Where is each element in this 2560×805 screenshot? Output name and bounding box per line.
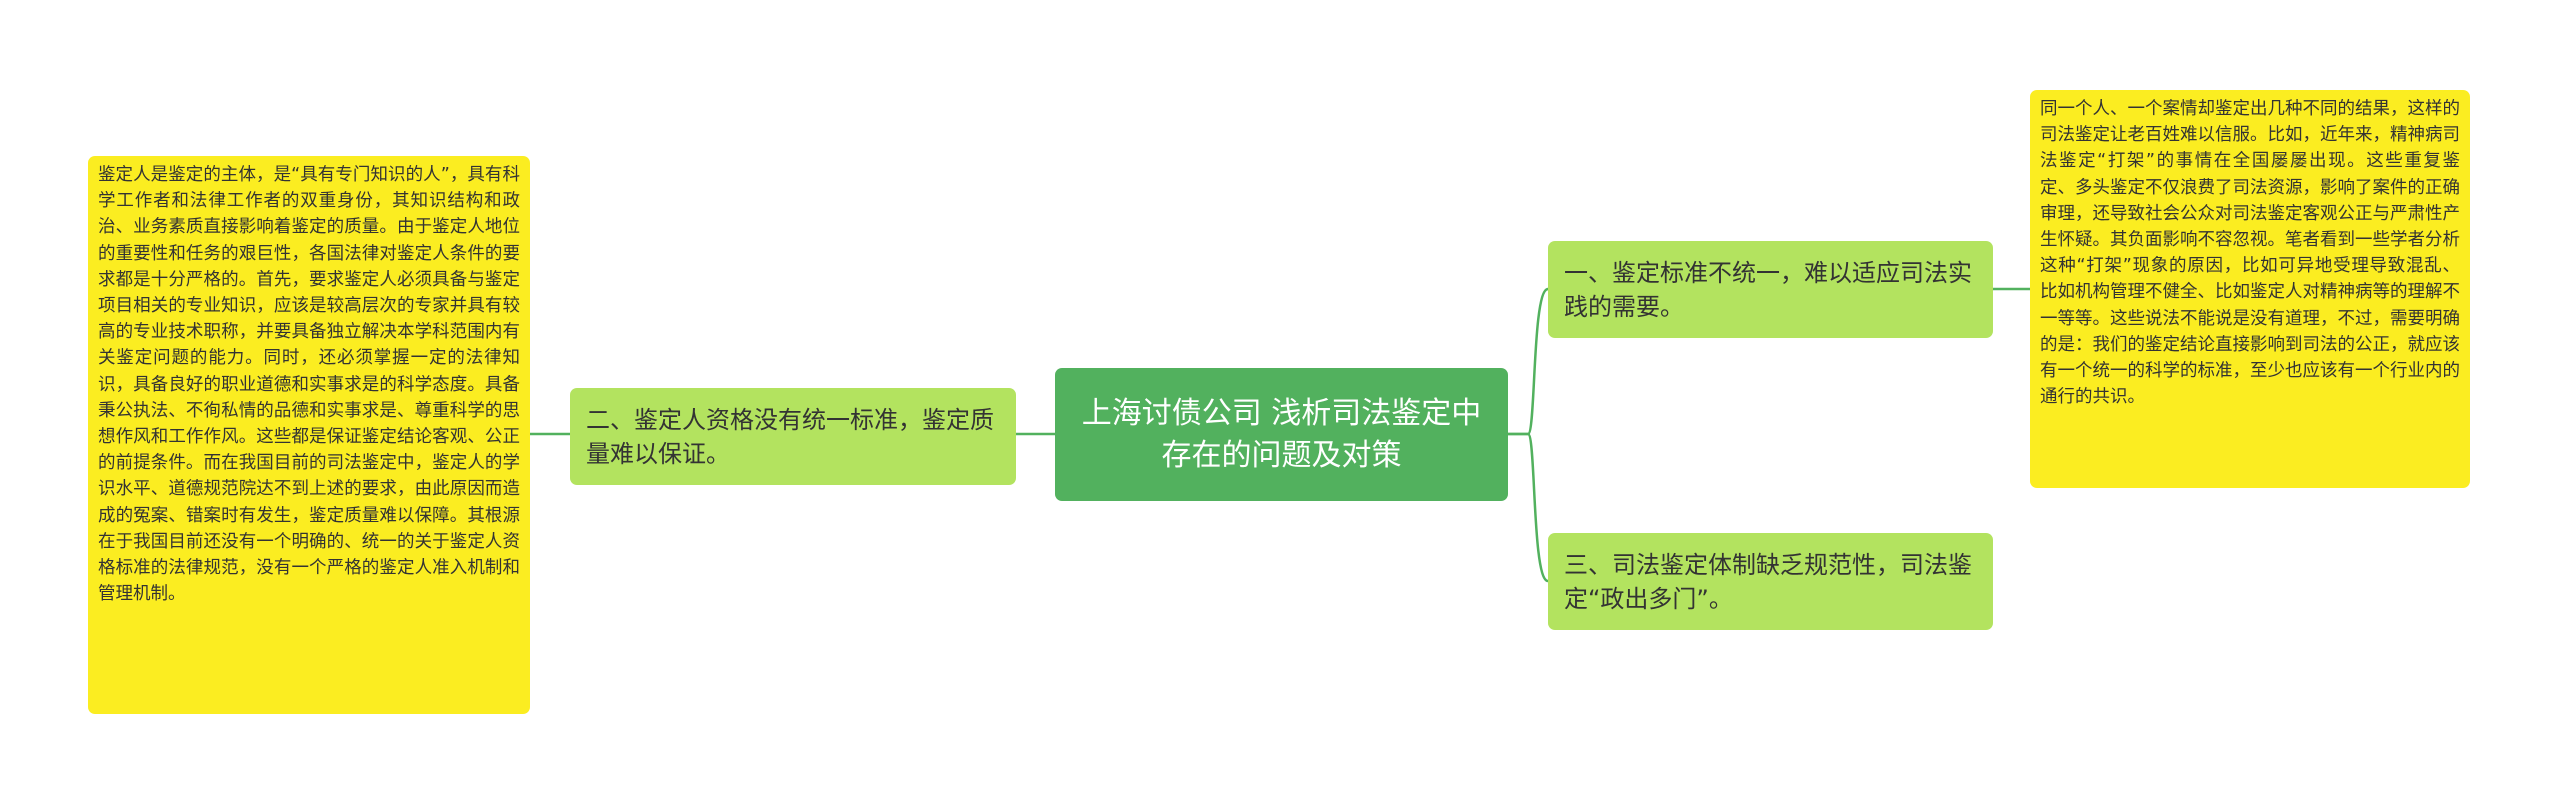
detail-topic-2[interactable]: 鉴定人是鉴定的主体，是“具有专门知识的人”，具有科学工作者和法律工作者的双重身份…	[88, 156, 530, 714]
branch-topic-3-label: 三、司法鉴定体制缺乏规范性，司法鉴定“政出多门”。	[1564, 550, 1972, 613]
root-topic[interactable]: 上海讨债公司 浅析司法鉴定中存在的问题及对策	[1055, 368, 1508, 501]
branch-topic-2[interactable]: 二、鉴定人资格没有统一标准，鉴定质量难以保证。	[570, 388, 1016, 485]
root-topic-label: 上海讨债公司 浅析司法鉴定中存在的问题及对策	[1081, 395, 1482, 473]
connector-root-to-branch-1	[1508, 287, 1549, 436]
branch-topic-1-label: 一、鉴定标准不统一，难以适应司法实践的需要。	[1564, 258, 1972, 321]
detail-topic-1-text: 同一个人、一个案情却鉴定出几种不同的结果，这样的司法鉴定让老百姓难以信服。比如，…	[2040, 99, 2460, 408]
branch-topic-2-label: 二、鉴定人资格没有统一标准，鉴定质量难以保证。	[586, 405, 994, 468]
detail-topic-1[interactable]: 同一个人、一个案情却鉴定出几种不同的结果，这样的司法鉴定让老百姓难以信服。比如，…	[2030, 90, 2470, 488]
connector-root-to-branch-3	[1508, 432, 1549, 583]
branch-topic-1[interactable]: 一、鉴定标准不统一，难以适应司法实践的需要。	[1548, 241, 1993, 338]
detail-topic-2-text: 鉴定人是鉴定的主体，是“具有专门知识的人”，具有科学工作者和法律工作者的双重身份…	[98, 165, 520, 605]
branch-topic-3[interactable]: 三、司法鉴定体制缺乏规范性，司法鉴定“政出多门”。	[1548, 533, 1993, 630]
